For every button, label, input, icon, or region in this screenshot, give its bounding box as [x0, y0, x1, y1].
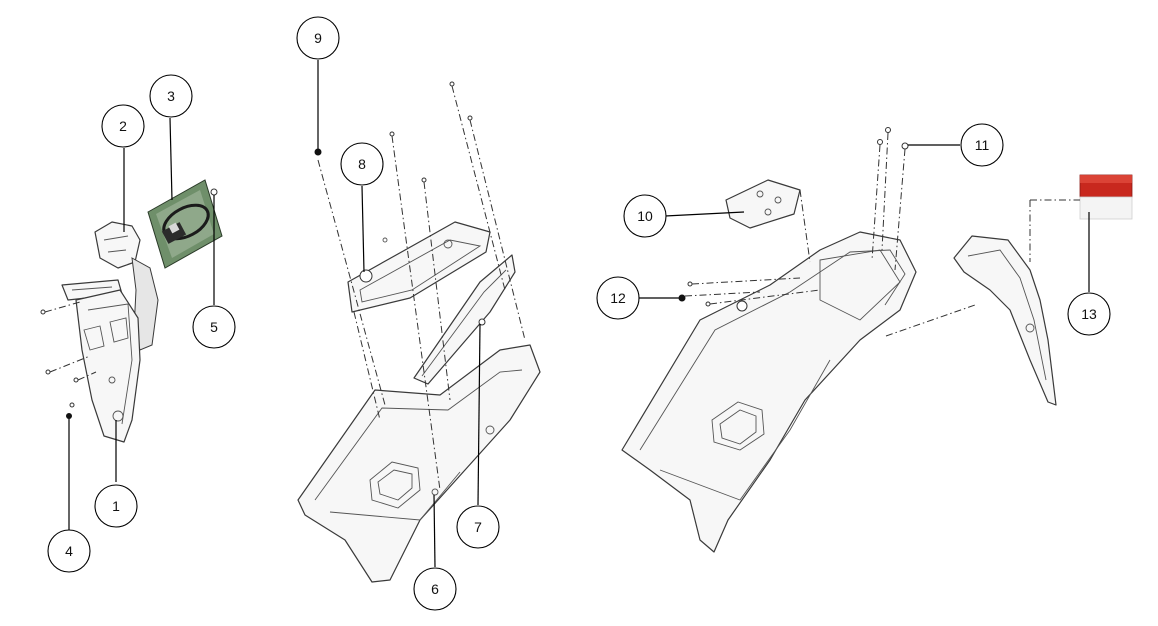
svg-text:9: 9 — [314, 30, 322, 46]
callout-10: 10 — [623, 194, 667, 238]
part-3-photo-inset — [147, 179, 223, 269]
svg-text:2: 2 — [119, 118, 127, 134]
callout-6: 6 — [413, 567, 457, 611]
svg-text:6: 6 — [431, 581, 439, 597]
callout-9: 9 — [296, 16, 340, 60]
callout-1: 1 — [94, 484, 138, 528]
callout-7: 7 — [456, 505, 500, 549]
assembled-frame — [621, 127, 1133, 553]
svg-text:8: 8 — [358, 156, 366, 172]
callout-11: 11 — [960, 123, 1004, 167]
callout-13: 13 — [1067, 292, 1111, 336]
callout-5: 5 — [192, 305, 236, 349]
callout-12: 12 — [596, 276, 640, 320]
svg-text:10: 10 — [637, 208, 653, 224]
leader-6 — [433, 494, 436, 568]
leader-10 — [664, 211, 745, 217]
rear-frame-exploded — [297, 81, 541, 583]
leader-7 — [477, 323, 481, 506]
svg-text:11: 11 — [975, 137, 990, 153]
svg-text:13: 13 — [1081, 306, 1097, 322]
svg-text:5: 5 — [210, 319, 218, 335]
svg-text:3: 3 — [167, 88, 175, 104]
svg-text:7: 7 — [474, 519, 482, 535]
callout-4: 4 — [47, 529, 91, 573]
callout-3: 3 — [149, 74, 193, 118]
leader-8 — [361, 185, 365, 273]
svg-text:4: 4 — [65, 543, 73, 559]
leader-3 — [169, 117, 173, 201]
rear-fender-assembly — [40, 221, 159, 443]
callout-2: 2 — [101, 104, 145, 148]
svg-text:1: 1 — [112, 498, 120, 514]
callout-8: 8 — [340, 142, 384, 186]
svg-text:12: 12 — [610, 290, 626, 306]
